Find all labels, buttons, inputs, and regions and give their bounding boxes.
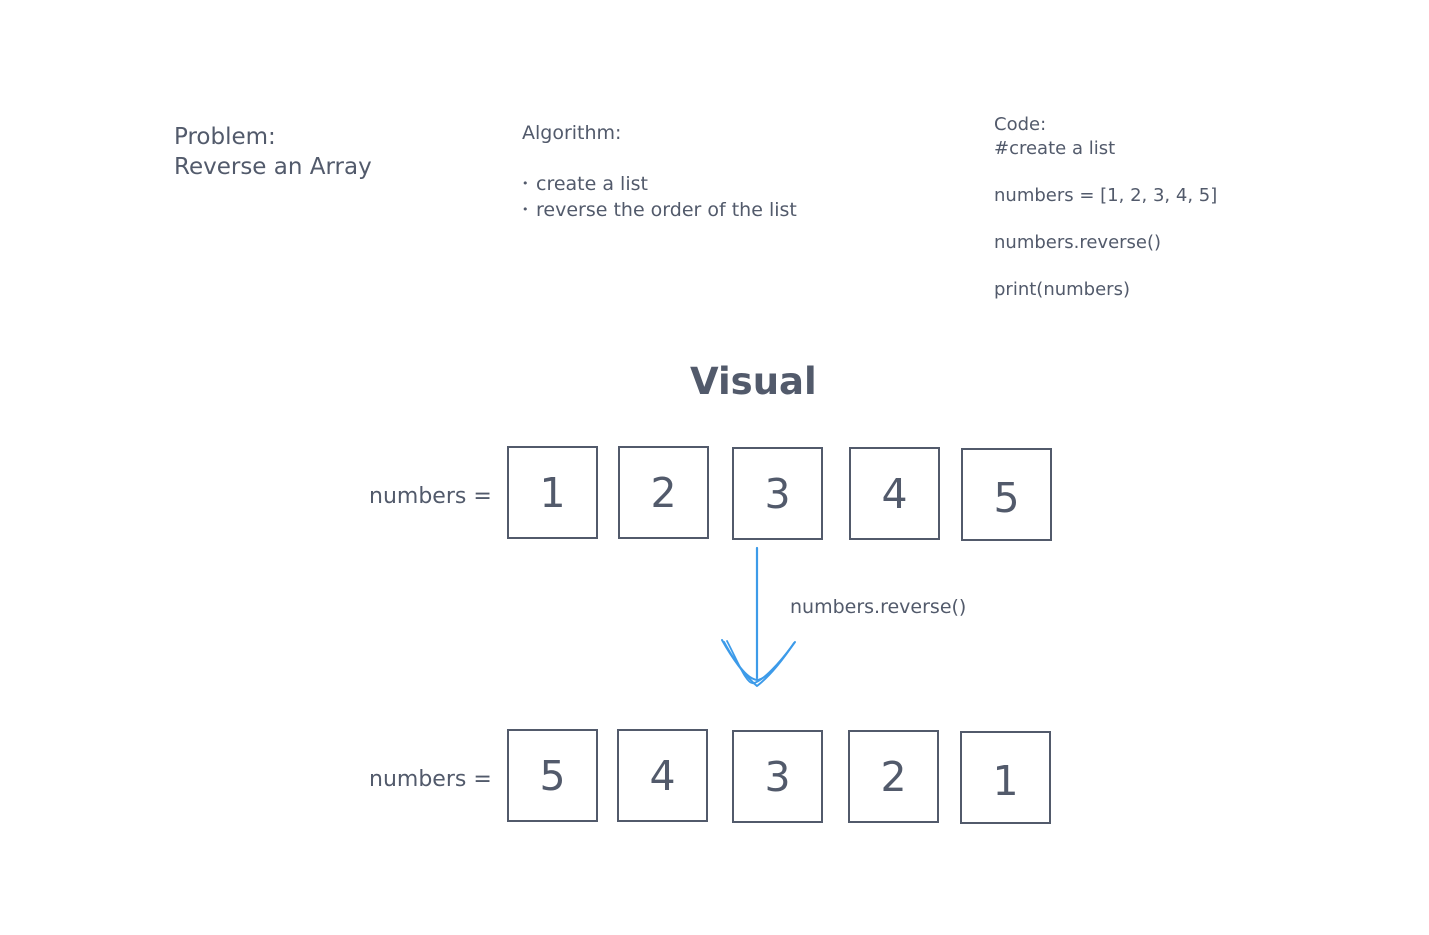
cell-value: 2 xyxy=(650,468,677,517)
after-cell: 1 xyxy=(960,731,1051,824)
after-cell: 5 xyxy=(507,729,598,822)
cell-value: 3 xyxy=(764,469,791,518)
code-block: Code: #create a list numbers = [1, 2, 3,… xyxy=(994,113,1217,301)
algorithm-step: reverse the order of the list xyxy=(522,197,797,223)
problem-heading: Problem: xyxy=(174,124,276,150)
algorithm-heading: Algorithm: xyxy=(522,122,622,144)
code-line: #create a list xyxy=(994,137,1116,159)
code-line xyxy=(994,160,1217,184)
cell-value: 4 xyxy=(881,469,908,518)
problem-block: Problem: Reverse an Array xyxy=(174,122,372,182)
code-line: numbers = [1, 2, 3, 4, 5] xyxy=(994,184,1218,206)
algorithm-block: Algorithm: create a list reverse the ord… xyxy=(522,121,797,223)
cell-value: 2 xyxy=(880,752,907,801)
code-line: print(numbers) xyxy=(994,278,1130,300)
cell-value: 4 xyxy=(649,751,676,800)
code-line xyxy=(994,254,1217,278)
reverse-arrow xyxy=(721,546,796,687)
cell-value: 5 xyxy=(539,751,566,800)
after-cell: 3 xyxy=(732,730,823,823)
after-row-label: numbers = xyxy=(369,767,492,792)
before-cell: 5 xyxy=(961,448,1052,541)
cell-value: 1 xyxy=(539,468,566,517)
cell-value: 5 xyxy=(993,473,1020,522)
visual-title: Visual xyxy=(690,360,817,403)
code-line xyxy=(994,207,1217,231)
before-cell: 1 xyxy=(507,446,598,539)
before-cell: 2 xyxy=(618,446,709,539)
before-cell: 4 xyxy=(849,447,940,540)
before-cell: 3 xyxy=(732,447,823,540)
algorithm-step: create a list xyxy=(522,171,797,197)
after-cell: 2 xyxy=(848,730,939,823)
code-heading: Code: xyxy=(994,114,1047,135)
after-cell: 4 xyxy=(617,729,708,822)
problem-title: Reverse an Array xyxy=(174,154,372,180)
arrow-head-stroke xyxy=(726,640,793,684)
operation-label: numbers.reverse() xyxy=(790,596,967,618)
cell-value: 3 xyxy=(764,752,791,801)
cell-value: 1 xyxy=(992,756,1019,805)
arrow-head-stroke xyxy=(723,641,796,682)
code-line: numbers.reverse() xyxy=(994,231,1162,253)
before-row-label: numbers = xyxy=(369,484,492,509)
